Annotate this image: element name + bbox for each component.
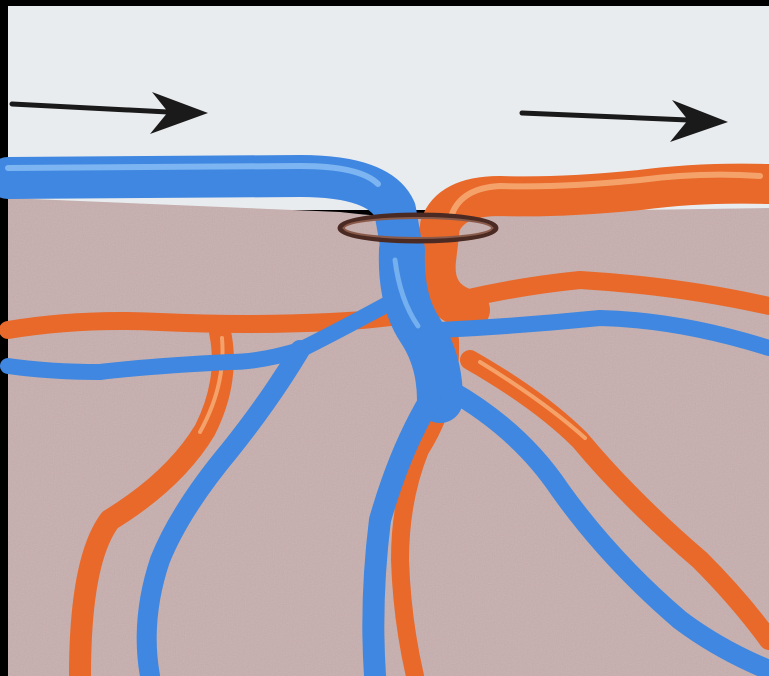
vascular-diagram bbox=[0, 0, 769, 676]
diagram-canvas bbox=[0, 0, 769, 676]
